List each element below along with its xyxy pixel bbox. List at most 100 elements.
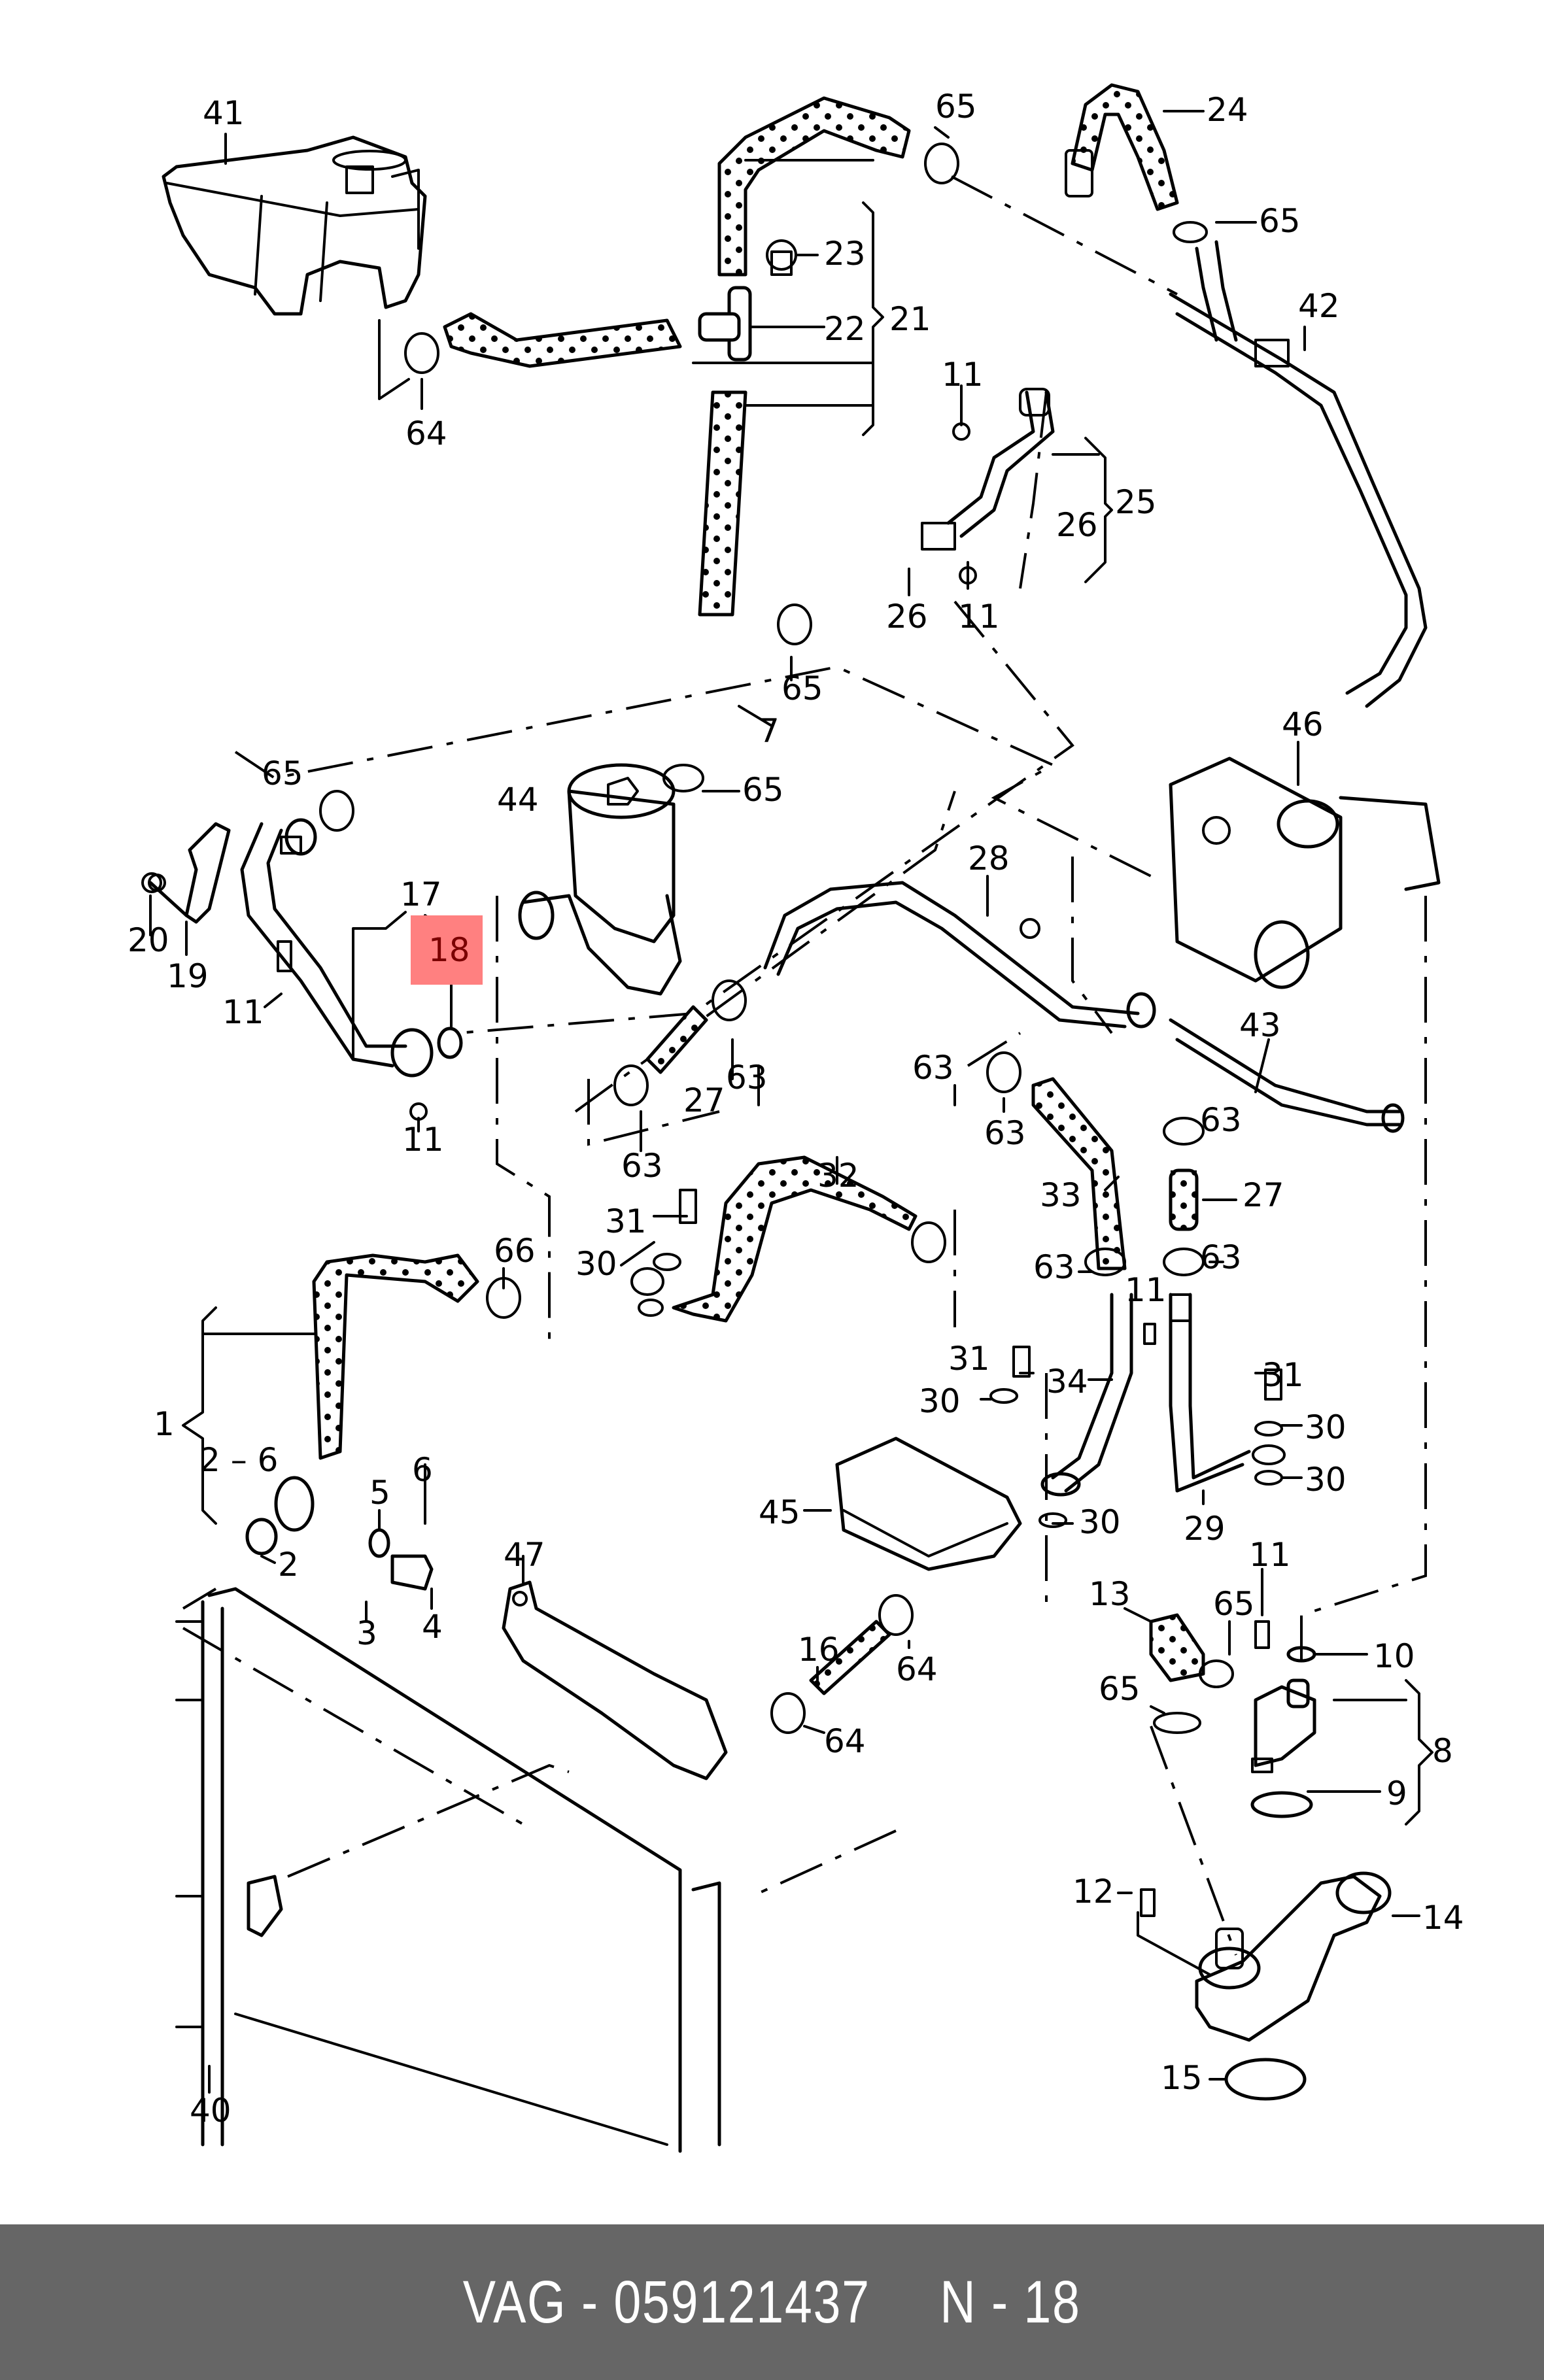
callout-11[interactable]: 11	[942, 356, 984, 394]
callout-47[interactable]: 47	[504, 1536, 545, 1574]
callout-31[interactable]: 31	[605, 1202, 647, 1240]
callout-27[interactable]: 27	[1243, 1176, 1284, 1214]
callout-21[interactable]: 21	[889, 300, 931, 338]
callout-34[interactable]: 34	[1046, 1363, 1088, 1401]
callout-65[interactable]: 65	[262, 755, 303, 792]
callout-63[interactable]: 63	[621, 1147, 663, 1185]
part-29-pipe[interactable]	[1169, 1293, 1251, 1493]
callout-65[interactable]: 65	[935, 88, 977, 126]
callout-33[interactable]: 33	[1040, 1176, 1082, 1214]
callout-42[interactable]: 42	[1298, 287, 1340, 325]
callout-3[interactable]: 3	[356, 1614, 377, 1652]
callout-28[interactable]: 28	[968, 840, 1010, 877]
callout-65[interactable]: 65	[1213, 1585, 1255, 1623]
callout-11[interactable]: 11	[222, 993, 264, 1031]
callout-11[interactable]: 11	[958, 598, 1000, 636]
callout-11[interactable]: 11	[1249, 1536, 1291, 1574]
callout-1[interactable]: 1	[154, 1405, 175, 1443]
callout-6[interactable]: 6	[412, 1451, 433, 1489]
part-5-o-ring[interactable]	[368, 1528, 390, 1558]
part-9-gasket[interactable]	[1250, 1791, 1313, 1818]
callout-63[interactable]: 63	[1200, 1101, 1242, 1139]
callout-7[interactable]: 7	[759, 712, 780, 750]
callout-29[interactable]: 29	[1184, 1510, 1226, 1548]
callout-12[interactable]: 12	[1072, 1873, 1114, 1911]
part-25-pipe-assembly[interactable]	[921, 388, 1055, 551]
part-4-temperature-sender[interactable]	[390, 1554, 434, 1591]
part-27-hose-lower[interactable]	[1169, 1168, 1199, 1231]
callout-30[interactable]: 30	[1305, 1461, 1347, 1499]
part-32-hose[interactable]	[672, 1155, 918, 1323]
callout-41[interactable]: 41	[203, 94, 245, 132]
callout-45[interactable]: 45	[759, 1493, 800, 1531]
callout-32[interactable]: 32	[817, 1157, 859, 1195]
callout-11[interactable]: 11	[1125, 1271, 1167, 1309]
callout-63[interactable]: 63	[912, 1049, 954, 1087]
callout-22[interactable]: 22	[824, 310, 866, 348]
callout-19[interactable]: 19	[167, 957, 209, 995]
callout-4[interactable]: 4	[422, 1608, 443, 1646]
callout-30[interactable]: 30	[1079, 1503, 1121, 1541]
callout-65[interactable]: 65	[742, 771, 784, 809]
callout-44[interactable]: 44	[497, 781, 539, 819]
part-44-oil-filter-housing[interactable]	[518, 763, 682, 996]
callout-18-highlighted[interactable]: 18	[428, 931, 470, 969]
callout-30[interactable]: 30	[919, 1382, 961, 1420]
callout-23[interactable]: 23	[824, 235, 866, 273]
part-18-o-ring[interactable]	[437, 1027, 463, 1059]
callout-64[interactable]: 64	[824, 1722, 866, 1760]
callout-65[interactable]: 65	[1099, 1670, 1141, 1708]
callout-13[interactable]: 13	[1089, 1575, 1131, 1613]
callout-65[interactable]: 65	[781, 670, 823, 707]
callout-11[interactable]: 11	[402, 1121, 444, 1159]
part-8-thermostat-housing[interactable]	[1251, 1678, 1316, 1773]
part-16-hose[interactable]	[809, 1620, 891, 1695]
callout-30[interactable]: 30	[1305, 1408, 1347, 1446]
callout-2-6[interactable]: 2 – 6	[199, 1441, 278, 1479]
callout-10[interactable]: 10	[1373, 1637, 1415, 1675]
part-46-egr-cooler[interactable]	[1169, 756, 1441, 989]
part-33-hose[interactable]	[1031, 1077, 1127, 1270]
part-45-oil-cooler[interactable]	[835, 1436, 1022, 1571]
part-17-pipe[interactable]	[240, 818, 434, 1078]
part-13-hose[interactable]	[1149, 1613, 1205, 1682]
callout-16[interactable]: 16	[798, 1631, 840, 1669]
part-28-coolant-pipe[interactable]	[763, 881, 1156, 1028]
part-47-coolant-flange[interactable]	[502, 1580, 728, 1780]
part-19-bracket[interactable]	[141, 822, 231, 924]
part-1-coolant-hose-assembly[interactable]	[245, 1253, 479, 1556]
part-41-expansion-tank[interactable]	[162, 135, 427, 316]
callout-17[interactable]: 17	[400, 876, 442, 913]
callout-43[interactable]: 43	[1239, 1006, 1281, 1044]
callout-65[interactable]: 65	[1259, 202, 1301, 240]
callout-40[interactable]: 40	[190, 2092, 232, 2130]
part-34-pipe[interactable]	[1040, 1293, 1133, 1497]
callout-25[interactable]: 25	[1115, 483, 1157, 521]
callout-26[interactable]: 26	[1056, 506, 1098, 544]
callout-31[interactable]: 31	[1262, 1356, 1304, 1394]
part-15-gasket[interactable]	[1224, 2058, 1307, 2101]
callout-66[interactable]: 66	[494, 1232, 536, 1270]
part-27-hose-upper[interactable]	[645, 1005, 708, 1074]
callout-63[interactable]: 63	[726, 1059, 768, 1096]
callout-63[interactable]: 63	[1033, 1248, 1075, 1286]
callout-46[interactable]: 46	[1282, 706, 1324, 743]
callout-15[interactable]: 15	[1161, 2059, 1203, 2097]
callout-20[interactable]: 20	[128, 921, 169, 959]
part-40-radiator[interactable]	[175, 1587, 721, 2153]
callout-14[interactable]: 14	[1422, 1899, 1464, 1937]
part-42-coolant-pipe[interactable]	[1169, 240, 1428, 708]
callout-30[interactable]: 30	[575, 1245, 617, 1283]
part-14-coolant-pump[interactable]	[1195, 1871, 1392, 2042]
callout-26[interactable]: 26	[886, 598, 928, 636]
callout-64[interactable]: 64	[896, 1650, 938, 1688]
callout-2[interactable]: 2	[278, 1546, 299, 1584]
callout-5[interactable]: 5	[369, 1474, 390, 1512]
part-43-coolant-pipe[interactable]	[1169, 1018, 1405, 1133]
callout-9[interactable]: 9	[1386, 1775, 1407, 1812]
callout-27[interactable]: 27	[683, 1081, 725, 1119]
part-21-hose-assembly[interactable]	[443, 96, 911, 617]
callout-64[interactable]: 64	[405, 415, 447, 452]
callout-63[interactable]: 63	[1200, 1238, 1242, 1276]
callout-24[interactable]: 24	[1207, 91, 1248, 129]
